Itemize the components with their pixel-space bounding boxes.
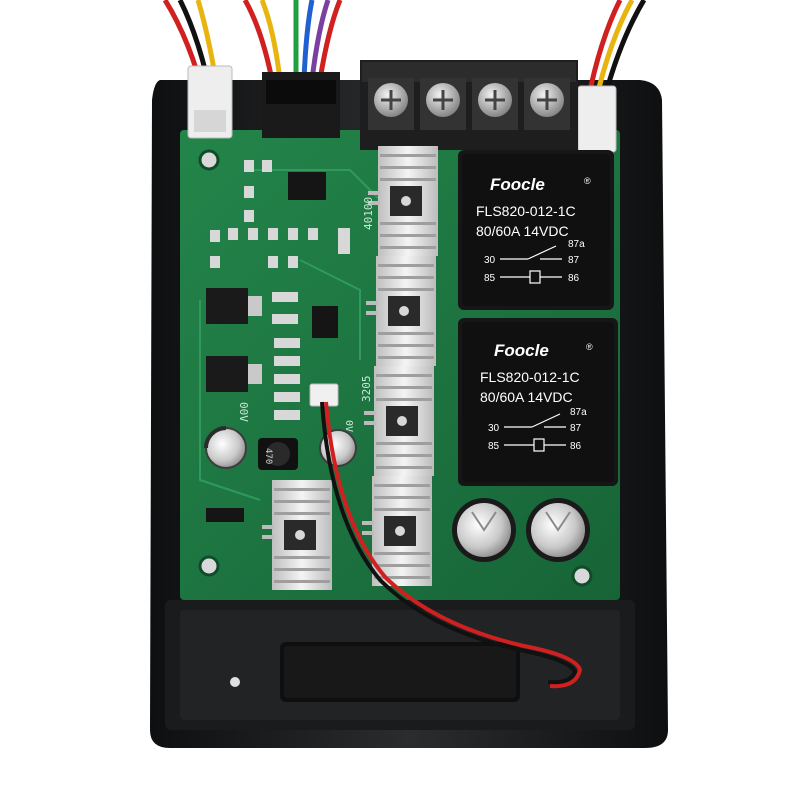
power-terminal-block — [360, 60, 578, 150]
pin-87: 87 — [570, 423, 582, 434]
electrolytic-capacitor-icon — [526, 498, 590, 562]
registered-mark: ® — [586, 342, 593, 352]
silk-label-mid: 3205 — [360, 376, 373, 403]
electrolytic-capacitor-icon — [452, 498, 516, 562]
pin-30: 30 — [484, 255, 496, 266]
mounting-hole — [230, 677, 240, 687]
pin-30: 30 — [488, 423, 500, 434]
smd-components — [206, 160, 350, 522]
relay-brand: Foocle — [494, 341, 549, 360]
pin-86: 86 — [570, 441, 582, 452]
pin-87a: 87a — [568, 239, 585, 250]
red-black-wire — [320, 401, 583, 689]
pin-87: 87 — [568, 255, 580, 266]
silk-label-top: 40100 — [362, 197, 375, 230]
connector-left — [187, 65, 233, 139]
voltage-regulator — [206, 288, 262, 324]
ic-chip — [288, 172, 326, 200]
electrolytic-capacitor-icon — [204, 426, 247, 469]
relay-model: FLS820-012-1C — [476, 203, 576, 219]
mosfet-heatsink — [262, 480, 332, 590]
relay-brand: Foocle — [490, 175, 545, 194]
inductor-label: 470 — [263, 448, 273, 464]
pin-87a: 87a — [570, 407, 587, 418]
phillips-screw-icon — [368, 78, 414, 130]
silk-label-cap: 0V — [343, 420, 354, 432]
relay-schematic-icon — [500, 245, 562, 284]
pin-85: 85 — [484, 273, 496, 284]
mosfet-heatsink — [368, 146, 438, 256]
relay-schematic-icon — [504, 413, 566, 452]
relay-1: Foocle ® FLS820-012-1C 80/60A 14VDC 87a … — [458, 150, 614, 310]
ic-chip — [312, 306, 338, 338]
phillips-screw-icon — [524, 78, 570, 130]
connector-header — [262, 72, 340, 138]
mosfet-heatsink — [364, 366, 434, 476]
silk-label-left: 00V — [237, 402, 250, 422]
voltage-regulator — [206, 356, 262, 392]
relay-rating: 80/60A 14VDC — [476, 223, 569, 239]
relay-2: Foocle ® FLS820-012-1C 80/60A 14VDC 87a … — [458, 318, 618, 486]
mounting-hole — [198, 149, 220, 171]
registered-mark: ® — [584, 176, 591, 186]
mounting-hole — [198, 555, 220, 577]
pin-86: 86 — [568, 273, 580, 284]
relay-rating: 80/60A 14VDC — [480, 389, 573, 405]
connector-right — [577, 85, 617, 153]
phillips-screw-icon — [420, 78, 466, 130]
mosfet-heatsink — [366, 256, 436, 366]
mounting-hole — [571, 565, 593, 587]
phillips-screw-icon — [472, 78, 518, 130]
pin-85: 85 — [488, 441, 500, 452]
relay-model: FLS820-012-1C — [480, 369, 580, 385]
inductor — [258, 438, 298, 470]
